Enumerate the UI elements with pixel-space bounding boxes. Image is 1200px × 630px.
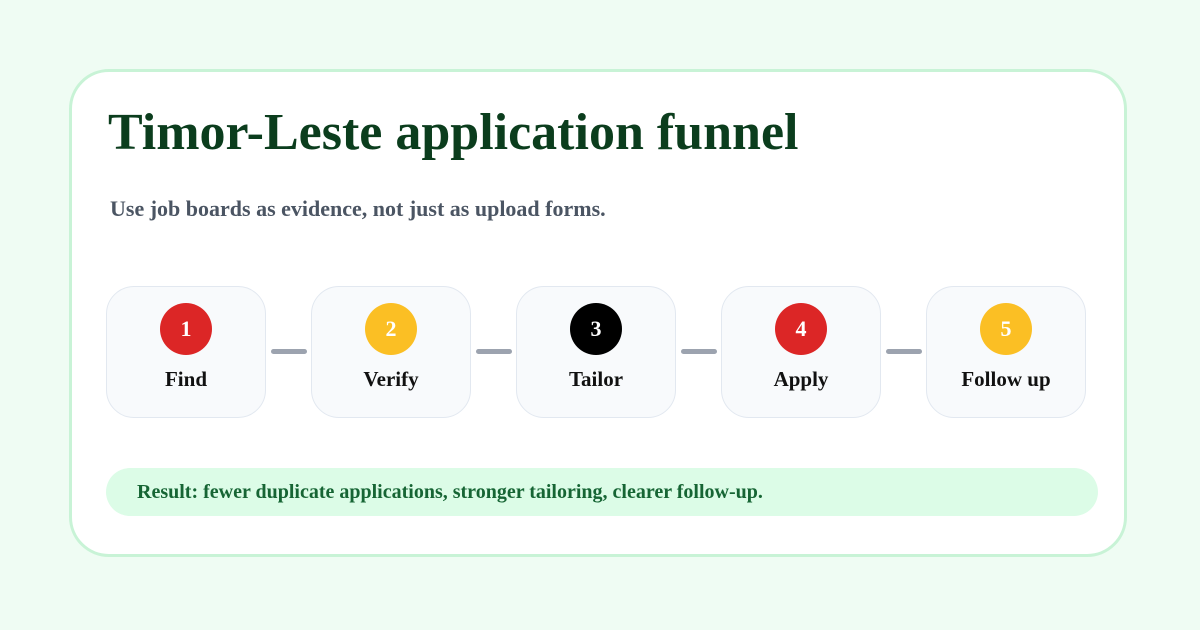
funnel-steps: 1 Find 2 Verify 3 Tailor 4 Apply 5 Follo… bbox=[106, 286, 1088, 420]
step-number-badge: 1 bbox=[160, 303, 212, 355]
step-apply: 4 Apply bbox=[721, 286, 881, 418]
page-subtitle: Use job boards as evidence, not just as … bbox=[110, 196, 606, 221]
step-number-badge: 5 bbox=[980, 303, 1032, 355]
funnel-card: Timor-Leste application funnel Use job b… bbox=[69, 69, 1127, 557]
step-tailor: 3 Tailor bbox=[516, 286, 676, 418]
result-banner: Result: fewer duplicate applications, st… bbox=[106, 468, 1098, 516]
page-title: Timor-Leste application funnel bbox=[108, 104, 799, 161]
step-number-badge: 4 bbox=[775, 303, 827, 355]
step-find: 1 Find bbox=[106, 286, 266, 418]
step-number-badge: 3 bbox=[570, 303, 622, 355]
step-connector bbox=[886, 349, 922, 354]
step-label: Find bbox=[164, 367, 208, 391]
step-label: Follow up bbox=[961, 367, 1051, 391]
step-number-badge: 2 bbox=[365, 303, 417, 355]
step-connector bbox=[271, 349, 307, 354]
step-verify: 2 Verify bbox=[311, 286, 471, 418]
step-connector bbox=[681, 349, 717, 354]
step-follow-up: 5 Follow up bbox=[926, 286, 1086, 418]
step-label: Verify bbox=[363, 367, 419, 391]
step-label: Tailor bbox=[568, 367, 624, 391]
step-label: Apply bbox=[773, 367, 829, 391]
step-connector bbox=[476, 349, 512, 354]
